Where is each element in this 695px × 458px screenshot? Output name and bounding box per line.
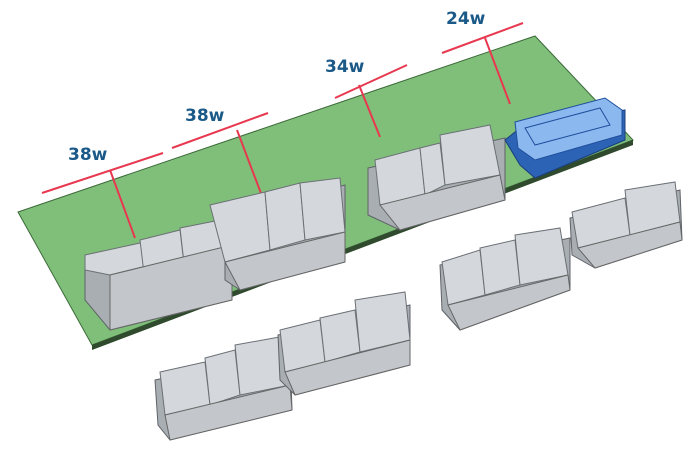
leader-line-1	[41, 152, 164, 239]
leader-line-4	[441, 22, 524, 105]
loose-connector-2	[277, 291, 411, 396]
connector-34w	[367, 124, 506, 231]
label-connector-34w: 34w	[325, 57, 365, 77]
leader-line-2	[171, 112, 269, 197]
label-connector-38w-b: 38w	[185, 106, 225, 126]
connector-24w	[504, 97, 626, 179]
loose-connector-1	[154, 335, 293, 441]
loose-connector-4	[569, 181, 683, 269]
connector-38w-a	[84, 217, 233, 331]
leader-line-3	[334, 64, 408, 138]
loose-connector-3	[439, 227, 571, 331]
connector-38w-b	[209, 177, 346, 291]
label-connector-38w-a: 38w	[68, 145, 108, 165]
label-connector-24w: 24w	[446, 9, 486, 29]
